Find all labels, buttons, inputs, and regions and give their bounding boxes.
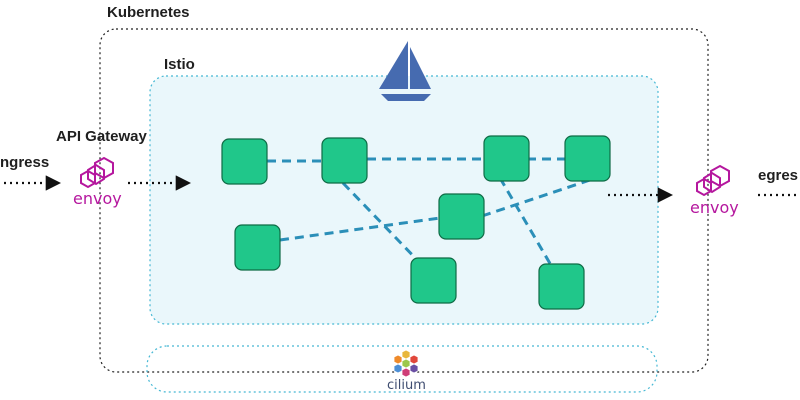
api-gateway-label: API Gateway [56, 128, 147, 145]
service-edge [481, 178, 591, 218]
cilium-hexagon-icon [393, 349, 419, 378]
service-node [410, 257, 457, 304]
service-node [483, 135, 530, 182]
service-node [234, 224, 281, 271]
envoy-logo-icon [696, 164, 730, 197]
service-edge [498, 177, 557, 273]
envoy-logo-icon [80, 156, 114, 189]
api-gateway-envoy-label: envoy [73, 189, 122, 208]
ingress-label: ngress [0, 154, 50, 171]
egress-label: egres [758, 167, 799, 184]
service-node [538, 263, 585, 310]
service-node [438, 193, 485, 240]
egress-envoy-label: envoy [690, 198, 739, 217]
service-edge [341, 181, 425, 268]
service-edge [279, 216, 441, 242]
istio-sail-icon [379, 41, 431, 101]
kubernetes-label: Kubernetes [107, 4, 190, 21]
kubernetes-cluster-boundary [99, 28, 709, 373]
istio-label: Istio [164, 56, 195, 73]
service-node [221, 138, 268, 185]
cilium-network-layer [146, 345, 658, 393]
service-node [321, 137, 368, 184]
cilium-label: cilium [387, 378, 426, 393]
service-node [564, 135, 611, 182]
